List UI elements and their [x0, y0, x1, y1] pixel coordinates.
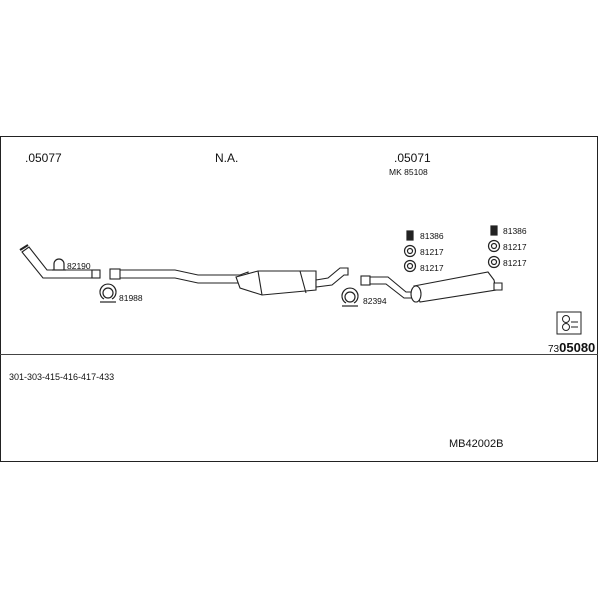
header-code-right-sub: MK 85108 [389, 167, 428, 177]
header-code-right: .05071 [394, 151, 431, 165]
front-downpipe [19, 244, 101, 279]
catalog-code-lead: 73 [548, 344, 560, 355]
clamp-icon-82190 [52, 258, 66, 271]
part-label-mount-b-bot: 81217 [503, 258, 527, 268]
catalog-code: 7305080 [548, 340, 595, 355]
part-label-mount-a-mid: 81217 [420, 247, 444, 257]
part-label-mount-a-bot: 81217 [420, 263, 444, 273]
header-code-middle: N.A. [215, 151, 239, 165]
part-label-mount-b-top: 81386 [503, 226, 527, 236]
fitment-codes: 301-303-415-416-417-433 [9, 372, 115, 382]
catalog-badge-icon [556, 311, 582, 335]
centre-section [109, 267, 349, 296]
rear-section [360, 271, 503, 303]
part-label-82394: 82394 [363, 296, 387, 306]
clamp-icon-81988 [99, 283, 117, 303]
header-code-left: .05077 [25, 151, 62, 165]
part-label-mount-a-top: 81386 [420, 231, 444, 241]
part-label-mount-b-mid: 81217 [503, 242, 527, 252]
section-divider [0, 354, 598, 355]
kit-code: MB42002B [449, 438, 504, 450]
mount-icons-a [403, 230, 417, 273]
clamp-icon-82394 [341, 287, 359, 307]
mount-icons-b [487, 225, 501, 269]
part-label-82190: 82190 [67, 261, 91, 271]
diagram-frame [0, 136, 598, 462]
part-label-81988: 81988 [119, 293, 143, 303]
catalog-code-main: 05080 [559, 340, 596, 355]
